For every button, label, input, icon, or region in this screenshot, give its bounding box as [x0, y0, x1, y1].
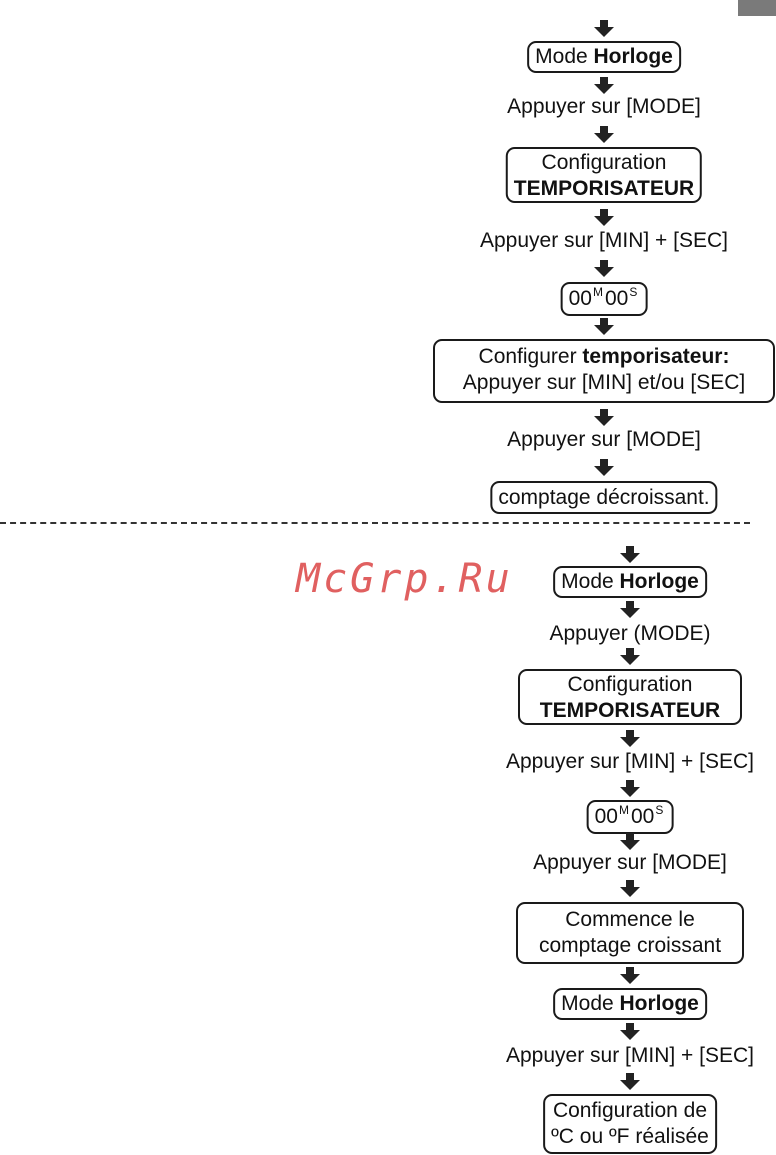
down-arrow-icon: [594, 318, 614, 335]
down-arrow-icon: [620, 1073, 640, 1090]
mode-clock-prefix: Mode: [561, 570, 620, 593]
display-min-unit: M: [592, 285, 603, 299]
configure-timer-box: Configurer temporisateur: Appuyer sur [M…: [433, 339, 775, 403]
down-arrow-icon: [620, 880, 640, 897]
step-press-mode-2: Appuyer sur [MODE]: [507, 428, 701, 451]
display-sec: 00: [630, 805, 655, 828]
down-arrow-icon: [620, 833, 640, 850]
time-display-box: 00M00S: [560, 282, 648, 316]
section-divider: [0, 522, 750, 524]
down-arrow-icon: [620, 601, 640, 618]
config-timer-line1: Configuration: [567, 673, 693, 696]
mode-clock-bold: Horloge: [593, 45, 673, 68]
config-timer-box-2: Configuration TEMPORISATEUR: [518, 669, 742, 725]
down-arrow-icon: [594, 459, 614, 476]
temp-unit-line1: Configuration de: [552, 1099, 708, 1122]
count-up-box: Commence le comptage croissant: [516, 902, 744, 964]
display-min: 00: [594, 805, 618, 828]
down-arrow-icon: [594, 20, 614, 37]
page-corner-tab: [738, 0, 776, 16]
mode-clock-prefix: Mode: [561, 992, 620, 1015]
temp-unit-box: Configuration de ºC ou ºF réalisée: [543, 1094, 717, 1154]
down-arrow-icon: [594, 209, 614, 226]
step-press-mode-3: Appuyer sur [MODE]: [533, 851, 727, 874]
time-display-box-2: 00M00S: [586, 800, 674, 834]
down-arrow-icon: [620, 648, 640, 665]
configure-timer-line2: Appuyer sur [MIN] et/ou [SEC]: [462, 371, 746, 394]
mode-clock-bold: Horloge: [619, 570, 699, 593]
mode-clock-box: Mode Horloge: [527, 41, 681, 73]
display-min-unit: M: [618, 803, 629, 817]
configure-timer-line1: Configurer temporisateur:: [478, 345, 730, 368]
step-press-min-sec: Appuyer sur [MIN] + [SEC]: [479, 229, 729, 252]
config-timer-box: Configuration TEMPORISATEUR: [505, 147, 703, 203]
down-arrow-icon: [620, 780, 640, 797]
config-timer-line2: TEMPORISATEUR: [513, 177, 695, 200]
watermark: McGrp.Ru: [296, 556, 513, 602]
step-press-min-sec-2: Appuyer sur [MIN] + [SEC]: [505, 750, 755, 773]
down-arrow-icon: [594, 126, 614, 143]
display-sec-unit: S: [629, 285, 638, 299]
step-press-mode: Appuyer sur [MODE]: [507, 95, 701, 118]
down-arrow-icon: [594, 77, 614, 94]
config-timer-line1: Configuration: [541, 151, 667, 174]
count-up-line2: comptage croissant: [538, 934, 722, 957]
config-timer-line2: TEMPORISATEUR: [539, 699, 721, 722]
down-arrow-icon: [594, 260, 614, 277]
display-sec-unit: S: [655, 803, 664, 817]
step-press-mode-paren: Appuyer (MODE): [549, 622, 711, 645]
temp-unit-line2: ºC ou ºF réalisée: [551, 1125, 709, 1148]
countdown-box: comptage décroissant.: [490, 481, 718, 514]
count-up-line1: Commence le: [565, 908, 695, 931]
mode-clock-bold: Horloge: [619, 992, 699, 1015]
down-arrow-icon: [620, 546, 640, 563]
mode-clock-box-2: Mode Horloge: [553, 566, 707, 598]
mode-clock-prefix: Mode: [535, 45, 594, 68]
down-arrow-icon: [594, 409, 614, 426]
down-arrow-icon: [620, 967, 640, 984]
step-press-min-sec-3: Appuyer sur [MIN] + [SEC]: [505, 1044, 755, 1067]
mode-clock-box-3: Mode Horloge: [553, 988, 707, 1020]
display-min: 00: [568, 287, 592, 310]
display-sec: 00: [604, 287, 629, 310]
down-arrow-icon: [620, 1023, 640, 1040]
down-arrow-icon: [620, 730, 640, 747]
